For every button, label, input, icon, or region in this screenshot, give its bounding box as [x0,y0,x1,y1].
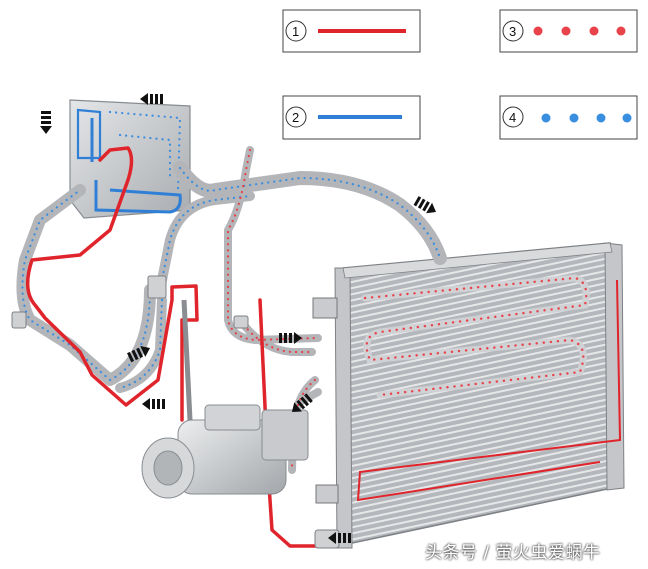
pipe-flow-dots [21,148,442,472]
legend-item-1: 1 [282,9,421,53]
legend-item-2: 2 [282,95,421,140]
evaporator-gas-dots [108,110,182,192]
legend-dots-red [533,26,626,36]
legend-number: 3 [509,24,516,39]
condenser-liquid-line [356,279,622,502]
flow-arrows [40,93,436,544]
dashed-arrow-icon [413,196,436,214]
dashed-arrow-icon [40,111,52,134]
dashed-arrow-icon [127,345,150,363]
legend: 1 2 3 4 [282,9,638,140]
condenser-gas-serpentine [361,274,590,399]
dashed-arrow-icon [328,532,351,544]
dashed-arrow-icon [140,93,163,105]
legend-number: 1 [292,24,299,39]
dashed-arrow-icon [279,332,302,344]
legend-number-circle [285,106,307,128]
condenser [312,242,625,549]
dashed-arrow-icon [142,398,165,410]
legend-number-circle [285,20,307,42]
evaporator-blue-tube [90,118,182,214]
legend-number-circle [502,20,524,42]
watermark: 头条号 / 萤火虫爱蜗牛 [425,543,601,563]
legend-number: 2 [292,110,299,125]
dashed-arrow-icon [292,393,313,412]
legend-dots-blue [541,113,632,123]
legend-item-3: 3 [499,9,638,53]
compressor [141,404,309,499]
legend-item-4: 4 [499,95,638,140]
legend-number: 4 [509,110,516,125]
compressor-suction-line [181,299,193,421]
legend-number-circle [502,106,524,128]
